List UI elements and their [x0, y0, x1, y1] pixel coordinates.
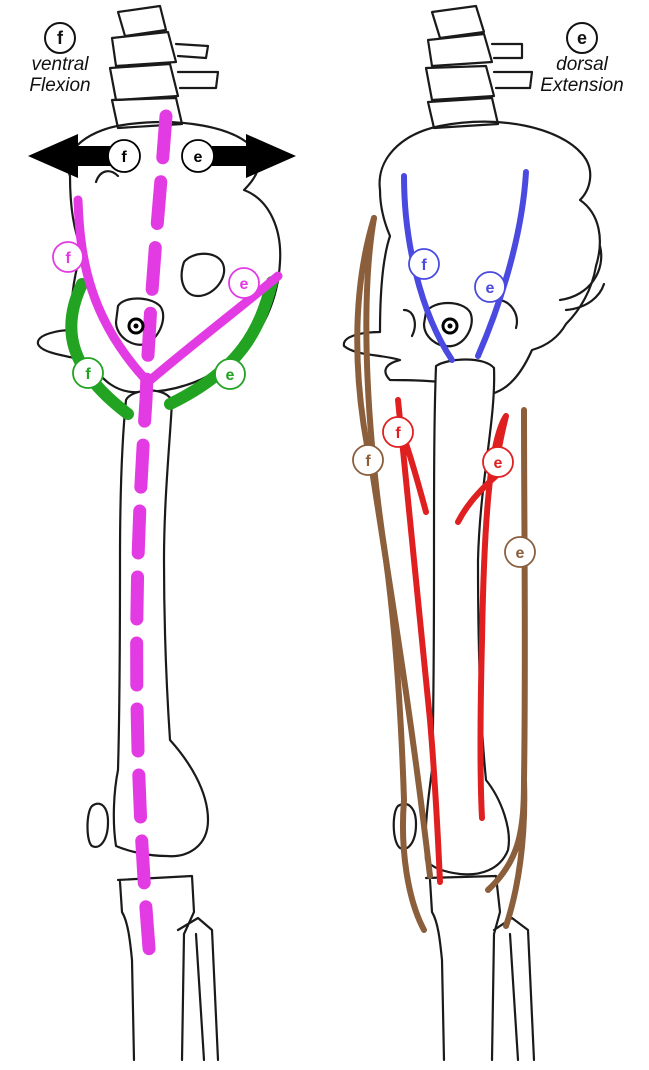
legend-flexion: f ventral Flexion	[20, 22, 100, 96]
right-hip-joint-center	[448, 324, 453, 329]
legend-flexion-line2: Flexion	[20, 75, 100, 96]
label-brown-f: f	[353, 445, 383, 475]
label-text-mag-e: e	[240, 276, 249, 293]
right-pelvis-outline	[344, 122, 600, 396]
legend-flexion-symbol: f	[44, 22, 76, 54]
arrow-left-icon	[28, 134, 112, 178]
label-text-brown-e: e	[516, 545, 525, 562]
left-patella	[88, 804, 109, 847]
left-vertebra-3	[110, 64, 218, 100]
label-green-e: e	[215, 359, 245, 389]
label-text-blue-e: e	[486, 280, 495, 297]
label-text-green-f: f	[85, 366, 91, 383]
label-brown-e: e	[505, 537, 535, 567]
left-vertebra-1	[118, 6, 166, 36]
legend-extension-line2: Extension	[530, 75, 634, 96]
joint-markers	[129, 319, 457, 333]
right-vertebra-1	[432, 6, 484, 38]
legend-flexion-line1: ventral	[20, 54, 100, 75]
right-tibia	[426, 876, 534, 1060]
label-text-mag-f: f	[65, 250, 71, 267]
label-green-f: f	[73, 358, 103, 388]
label-text-brown-f: f	[365, 453, 371, 470]
label-red-f: f	[383, 417, 413, 447]
label-text-green-e: e	[226, 367, 235, 384]
left-hip-joint-center	[134, 324, 139, 329]
right-vertebra-2	[428, 34, 522, 66]
arrow-right-label: e	[194, 149, 203, 166]
legend-extension-symbol: e	[566, 22, 598, 54]
label-red-e: e	[483, 447, 513, 477]
label-mag-f: f	[53, 242, 83, 272]
arrow-left-label: f	[121, 149, 127, 166]
magenta-flexor-line	[78, 200, 148, 382]
right-vertebra-3	[426, 66, 532, 100]
label-text-blue-f: f	[421, 257, 427, 274]
left-femur	[114, 391, 208, 857]
left-vertebra-2	[112, 32, 208, 66]
label-mag-e: e	[229, 268, 259, 298]
label-text-red-f: f	[395, 425, 401, 442]
label-blue-e: e	[475, 272, 505, 302]
label-blue-f: f	[409, 249, 439, 279]
legend-extension: e dorsal Extension	[530, 22, 634, 96]
label-text-red-e: e	[494, 455, 503, 472]
right-pelvis-hook	[560, 246, 604, 310]
left-tibia	[118, 876, 218, 1060]
arrow-right-icon	[212, 134, 296, 178]
legend-extension-line1: dorsal	[530, 54, 634, 75]
blue-extensor-line	[478, 172, 526, 356]
